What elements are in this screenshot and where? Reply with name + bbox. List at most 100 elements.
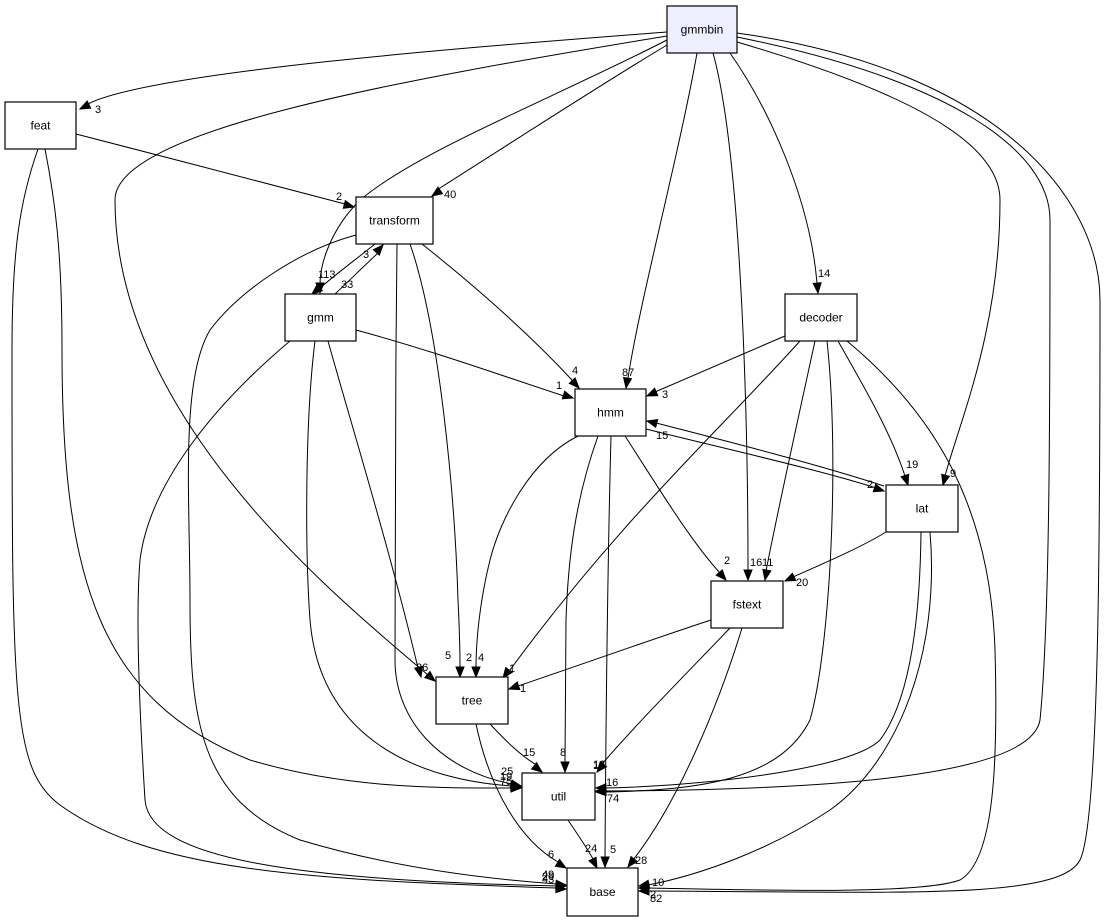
edge-count-label: 1 xyxy=(520,683,526,695)
edge-arrowhead xyxy=(510,781,523,792)
edge-count-label: 14 xyxy=(818,268,830,280)
edge-line xyxy=(596,627,731,773)
edge-line xyxy=(564,435,599,772)
edge-line xyxy=(319,39,668,293)
edge-count-label: 16 xyxy=(606,777,618,789)
edge-arrowhead xyxy=(622,376,633,390)
edge-line xyxy=(187,234,567,886)
edge-line xyxy=(627,627,743,868)
edge-lat-to-util: 16 xyxy=(594,531,922,793)
edge-count-label: 2 xyxy=(466,652,472,664)
edge-line xyxy=(355,329,574,399)
edge-count-label: 3 xyxy=(662,389,668,401)
edge-line xyxy=(75,133,355,208)
node-decoder[interactable]: decoder xyxy=(784,293,858,342)
edge-util-to-base: 24 xyxy=(567,819,598,870)
edge-arrowhead xyxy=(423,670,437,682)
edge-line xyxy=(784,531,887,582)
node-gmmbin-label: gmmbin xyxy=(681,23,724,37)
edge-line xyxy=(624,435,727,581)
edge-transform-to-base: 20 xyxy=(187,234,568,889)
edge-line xyxy=(596,36,1051,792)
node-base[interactable]: base xyxy=(566,867,639,917)
edge-count-label: 11 xyxy=(762,557,773,569)
edge-count-label: 3 xyxy=(95,104,101,116)
edge-gmm-to-base: 49 xyxy=(137,340,568,891)
edge-arrowhead xyxy=(762,568,772,582)
edge-line xyxy=(306,340,522,788)
edge-hmm-to-tree: 4 xyxy=(471,435,579,679)
node-base-label: base xyxy=(589,885,615,899)
edge-arrowhead xyxy=(783,572,797,582)
edge-arrowhead xyxy=(471,666,481,679)
edge-feat-to-transform: 2 xyxy=(75,133,356,209)
node-transform[interactable]: transform xyxy=(355,196,434,245)
edge-lat-to-hmm: 15 xyxy=(645,419,885,487)
edge-line xyxy=(625,52,698,389)
edge-count-label: 15 xyxy=(656,430,668,442)
edge-arrowhead xyxy=(637,879,651,889)
edge-gmmbin-to-lat: 9 xyxy=(736,41,1001,487)
edge-line xyxy=(639,32,1101,893)
edge-line xyxy=(596,531,922,789)
edge-count-label: 16 xyxy=(593,760,605,772)
edge-line xyxy=(475,435,579,677)
edge-line xyxy=(44,148,521,789)
edge-arrowhead xyxy=(310,283,324,295)
edge-arrowhead xyxy=(743,569,753,582)
edge-decoder-to-fstext: 11 xyxy=(762,340,816,582)
edge-line xyxy=(421,243,580,389)
edge-arrowhead xyxy=(812,282,822,295)
edge-count-label: 87 xyxy=(622,367,634,379)
node-gmm[interactable]: gmm xyxy=(284,293,357,342)
node-tree[interactable]: tree xyxy=(435,676,509,725)
edge-line xyxy=(638,531,933,887)
edge-gmmbin-to-tree: 26 xyxy=(114,35,668,682)
edge-arrowhead xyxy=(413,665,424,679)
edge-arrowhead xyxy=(594,783,607,793)
edge-count-label: 2 xyxy=(867,479,873,491)
node-gmmbin[interactable]: gmmbin xyxy=(666,5,738,54)
edge-count-label: 28 xyxy=(635,855,647,867)
edge-arrowhead xyxy=(555,881,568,891)
edge-decoder-to-hmm: 3 xyxy=(645,335,786,401)
node-util[interactable]: util xyxy=(521,772,596,821)
edge-line xyxy=(604,435,612,867)
edge-count-label: 4 xyxy=(572,365,578,377)
edge-arrowhead xyxy=(872,483,886,493)
edge-transform-to-tree: 2 xyxy=(409,243,472,679)
edge-line xyxy=(837,340,909,486)
edge-arrowhead xyxy=(561,390,575,400)
edge-arrowhead xyxy=(588,856,598,870)
edge-count-label: 9 xyxy=(950,468,956,480)
edge-gmmbin-to-hmm: 87 xyxy=(622,52,698,390)
edge-hmm-to-base: 5 xyxy=(600,435,616,869)
edge-count-label: 40 xyxy=(444,189,456,201)
edge-arrowhead xyxy=(600,856,610,869)
edge-count-label: 6 xyxy=(548,849,554,861)
node-decoder-label: decoder xyxy=(799,311,842,325)
edge-feat-to-base: 43 xyxy=(11,148,568,894)
node-lat[interactable]: lat xyxy=(885,484,959,533)
edge-count-label: 4 xyxy=(478,652,484,664)
edge-decoder-to-lat: 19 xyxy=(837,340,918,487)
node-fstext[interactable]: fstext xyxy=(710,580,784,629)
edge-line xyxy=(409,243,461,677)
edge-arrowhead xyxy=(596,760,608,774)
edge-count-label: 5 xyxy=(445,650,451,662)
edge-count-label: 20 xyxy=(542,871,554,883)
edge-fstext-to-tree: 1 xyxy=(507,619,712,695)
edge-gmm-to-tree: 5 xyxy=(327,340,451,679)
edge-gmm-to-hmm: 1 xyxy=(355,329,575,400)
node-fstext-label: fstext xyxy=(733,598,762,612)
edge-transform-to-hmm: 4 xyxy=(421,243,580,389)
edge-transform-to-gmm: 33 xyxy=(310,243,376,295)
edge-line xyxy=(646,420,885,487)
edge-count-label: 113 xyxy=(318,269,336,281)
node-feat[interactable]: feat xyxy=(4,101,77,150)
node-hmm[interactable]: hmm xyxy=(574,388,647,437)
edge-arrowhead xyxy=(645,419,659,429)
edge-line xyxy=(327,340,422,678)
edge-count-label: 2 xyxy=(724,555,730,567)
edge-count-label: 2 xyxy=(650,889,656,901)
